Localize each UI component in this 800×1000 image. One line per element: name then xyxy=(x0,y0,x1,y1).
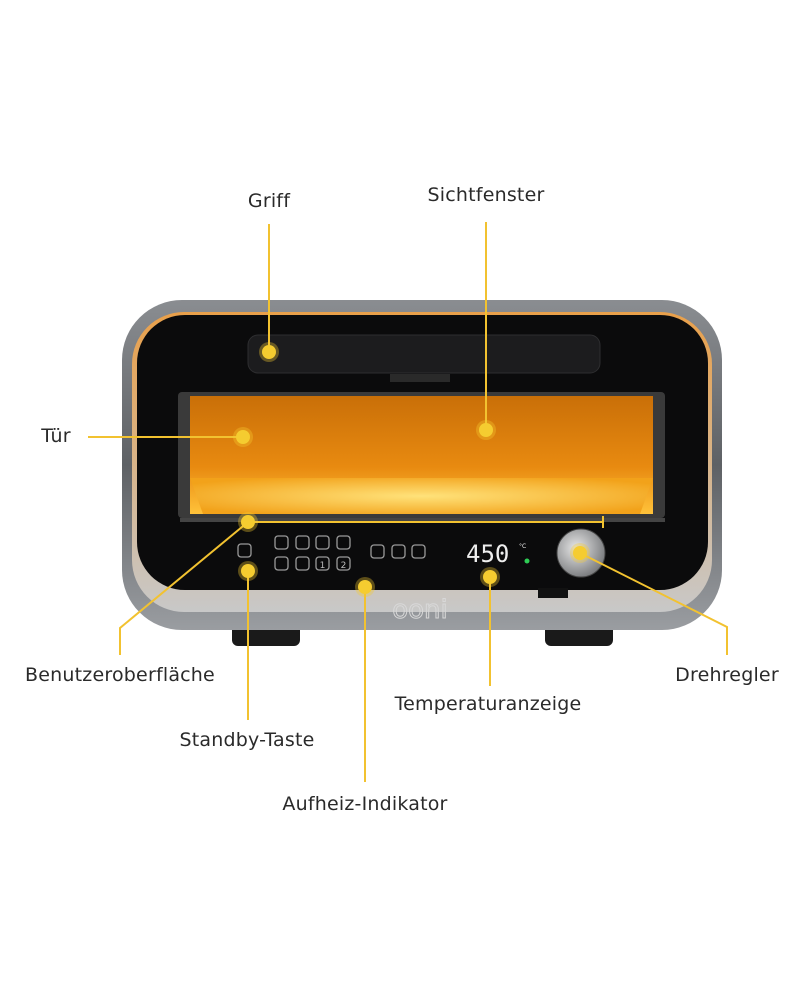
preset-1-button: 1 xyxy=(320,561,326,571)
callout-dots xyxy=(233,342,590,597)
label-sichtfenster: Sichtfenster xyxy=(427,184,545,206)
control-panel xyxy=(237,535,426,571)
label-griff: Griff xyxy=(247,190,291,212)
callout-lines xyxy=(88,222,728,782)
status-led xyxy=(524,558,530,564)
handle xyxy=(247,334,601,374)
preset-2-button: 2 xyxy=(341,561,347,571)
temperature-unit: °C xyxy=(519,543,526,550)
temperature-display: 450 xyxy=(466,540,509,568)
label-standby-taste: Standby-Taste xyxy=(179,729,315,751)
label-temperaturanzeige: Temperaturanzeige xyxy=(394,693,582,715)
label-benutzeroberflaeche: Benutzeroberfläche xyxy=(25,664,215,686)
label-drehregler: Drehregler xyxy=(675,664,779,686)
label-aufheiz-indikator: Aufheiz-Indikator xyxy=(282,793,448,815)
label-tuer: Tür xyxy=(41,425,71,447)
brand-logo: ooni xyxy=(392,595,448,625)
